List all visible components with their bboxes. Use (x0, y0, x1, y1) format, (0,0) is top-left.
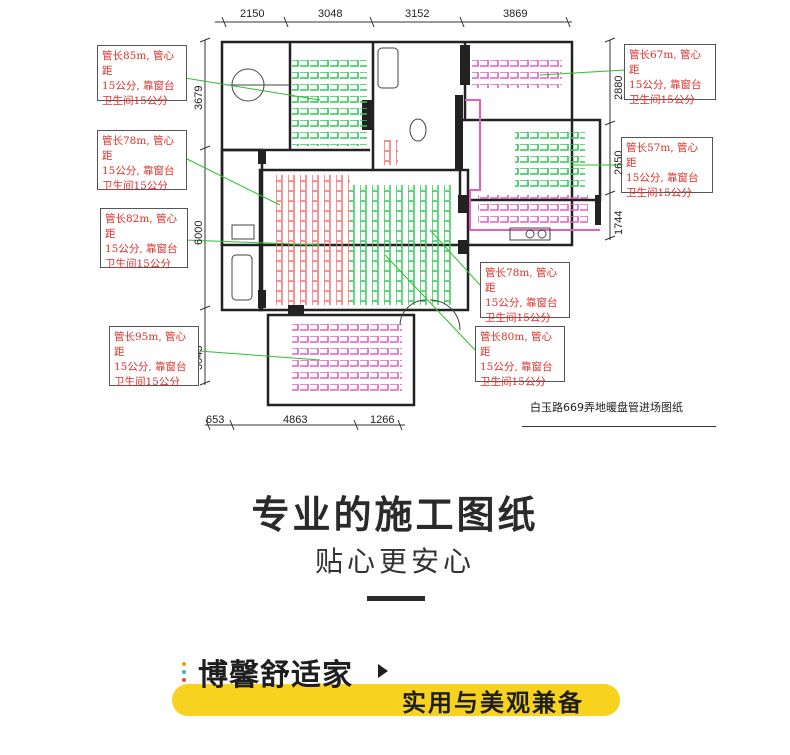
pipe-note-2: 管长78m, 管心距 15公分, 靠窗台 卫生间15公分 (97, 130, 187, 192)
pipe-note-7: 管长78m, 管心距 15公分, 靠窗台 卫生间15公分 (480, 262, 570, 324)
pipe-note-4: 管长95m, 管心距 15公分, 靠窗台 卫生间15公分 (109, 326, 199, 388)
brand-tagline: 实用与美观兼备 (402, 689, 584, 717)
page-title: 专业的施工图纸 (251, 493, 539, 537)
page-subtitle: 贴心更安心 (314, 545, 475, 578)
supply-pipe (465, 99, 600, 231)
dim-left-1: 3679 (193, 85, 205, 110)
coil-room-b (472, 58, 562, 88)
dim-top-3: 3152 (405, 8, 430, 20)
pipe-note-5: 管长67m, 管心距 15公分, 靠窗台 卫生间15公分 (624, 44, 716, 106)
dimension-lines (199, 16, 616, 431)
fixtures (226, 47, 551, 331)
drawing-caption-text: 白玉路669弄地暖盘管进场图纸 (530, 401, 683, 414)
dim-bottom-3: 1266 (370, 414, 395, 426)
coil-corridor (478, 195, 588, 223)
dim-top-1: 2150 (240, 8, 265, 20)
floor-plan-drawing (184, 16, 626, 431)
drawing-caption: 白玉路669弄地暖盘管进场图纸 (522, 396, 716, 427)
floor-plan-diagram: 2150 3048 3152 3869 653 4863 1266 3679 6… (97, 8, 716, 431)
dim-bottom-2: 4863 (283, 414, 308, 426)
coil-room-c (515, 128, 585, 190)
coil-living (272, 175, 350, 305)
coil-dining (350, 185, 456, 305)
brand-name: 博馨舒适家 (198, 658, 353, 693)
coil-bath (380, 140, 398, 165)
dim-top-4: 3869 (503, 8, 528, 20)
pipe-note-1: 管长85m, 管心距 15公分, 靠窗台 卫生间15公分 (97, 45, 187, 107)
dim-top-2: 3048 (318, 8, 343, 20)
arrow-right-icon (378, 664, 388, 678)
pipe-note-6: 管长57m, 管心距 15公分, 靠窗台 卫生间15公分 (621, 137, 713, 199)
coil-bedroom (292, 320, 402, 392)
dim-left-2: 6000 (193, 220, 205, 245)
dim-bottom-1: 653 (206, 414, 225, 426)
leader-lines (184, 69, 626, 361)
brand-banner (172, 684, 620, 716)
title-divider (367, 596, 425, 601)
pipe-note-3: 管长82m, 管心距 15公分, 靠窗台 卫生间15公分 (100, 208, 188, 270)
dim-right-3: 1744 (613, 210, 625, 235)
coil-room-a (292, 58, 367, 146)
pipe-note-8: 管长80m, 管心距 15公分, 靠窗台 卫生间15公分 (475, 326, 565, 388)
brand-dots-icon (181, 662, 189, 692)
